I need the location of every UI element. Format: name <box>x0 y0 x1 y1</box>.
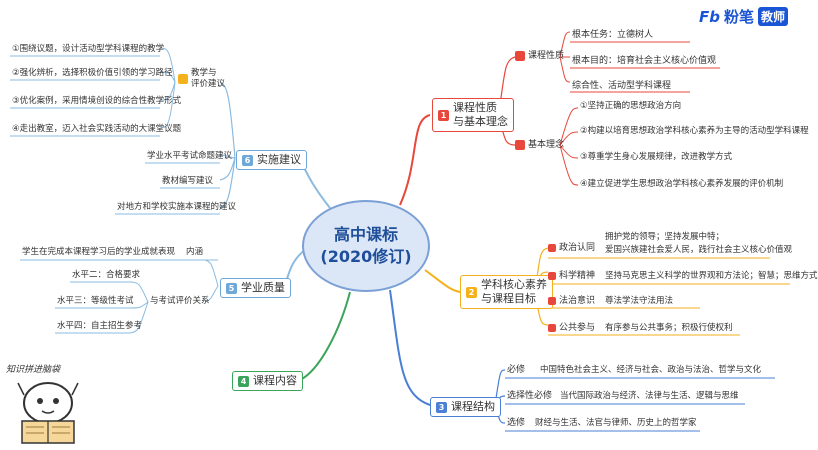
core-row-3-label[interactable]: 法治意识 <box>548 295 595 307</box>
brand-badge: 教师 <box>757 7 788 26</box>
mindmap-connectors <box>10 31 790 432</box>
nature-item-2: 根本目的：培育社会主义核心价值观 <box>572 56 717 66</box>
bullet-icon <box>548 272 556 280</box>
branch-1-title-line1: 课程性质 <box>453 101 497 114</box>
core-row-4-desc: 有序参与公共事务；积极行使权利 <box>605 323 733 333</box>
concept-item-4: ④建立促进学生思想政治学科核心素养发展的评价机制 <box>580 179 784 189</box>
brand-name: 粉笔 <box>723 8 754 26</box>
branch-6-title: 实施建议 <box>257 153 301 166</box>
other-suggestion-1: 学业水平考试命题建议 <box>147 151 233 161</box>
structure-row-3-label: 选修 <box>507 418 526 428</box>
brand-logo: Fb 粉笔 教师 <box>699 6 788 27</box>
teach-item-2: ②强化辨析，选择积极价值引领的学习路径 <box>12 68 173 78</box>
core-row-1-label[interactable]: 政治认同 <box>548 242 595 254</box>
bullet-icon <box>515 140 525 150</box>
branch-1-number: 1 <box>438 109 449 121</box>
bullet-icon <box>548 297 556 305</box>
quality-level-4: 水平四：自主招生参考 <box>57 321 143 331</box>
quality-top-line-tag: 内涵 <box>186 247 204 257</box>
branch-1-title-line2: 与基本理念 <box>453 115 508 128</box>
bullet-icon <box>548 244 556 252</box>
structure-row-1-desc: 中国特色社会主义、经济与社会、政治与法治、哲学与文化 <box>540 365 762 375</box>
bullet-icon <box>178 74 188 84</box>
cartoon-study-icon <box>17 382 79 444</box>
branch-5-number: 5 <box>226 282 237 294</box>
structure-row-3-desc: 财经与生活、法官与律师、历史上的哲学家 <box>535 418 697 428</box>
center-subtitle: (2020修订) <box>320 247 412 266</box>
structure-row-1-label: 必修 <box>507 365 526 375</box>
structure-row-2-desc: 当代国际政治与经济、法律与生活、逻辑与思维 <box>560 391 739 401</box>
branch-1-node[interactable]: 1 课程性质 与基本理念 <box>432 98 514 132</box>
teach-item-1: ①围绕议题，设计活动型学科课程的教学 <box>12 44 165 54</box>
center-title: 高中课标 <box>333 225 398 244</box>
core-row-2-desc: 坚持马克思主义科学的世界观和方法论；智慧；思维方式 <box>605 271 818 281</box>
teach-item-3: ③优化案例，采用情境创设的综合性教学形式 <box>12 96 182 106</box>
branch-4-title: 课程内容 <box>253 374 297 387</box>
core-row-1-desc-line2: 爱国兴族建社会爱人民，践行社会主义核心价值观 <box>605 245 793 255</box>
branch-2-title-line1: 学科核心素养 <box>481 278 547 291</box>
concept-item-2: ②构建以培育思想政治学科核心素养为主导的活动型学科课程 <box>580 126 809 136</box>
branch-3-number: 3 <box>436 401 447 413</box>
bullet-icon <box>548 324 556 332</box>
core-row-3-desc: 尊法学法守法用法 <box>605 296 674 306</box>
core-row-1-desc-line1: 拥护党的领导；坚持发展中特； <box>605 232 725 242</box>
quality-level-3: 水平三：等级性考试 <box>57 296 134 306</box>
branch-6-node[interactable]: 6 实施建议 <box>236 150 307 170</box>
sticker-caption: 知识拼进脑袋 <box>6 365 61 375</box>
nature-item-1: 根本任务：立德树人 <box>572 30 654 40</box>
branch-5-title: 学业质量 <box>241 281 285 294</box>
other-suggestion-3: 对地方和学校实施本课程的建议 <box>117 202 237 212</box>
branch-6-sub-teach[interactable]: 教学与 评价建议 <box>178 68 225 90</box>
branch-3-node[interactable]: 3 课程结构 <box>430 397 501 417</box>
branch-6-number: 6 <box>242 154 253 166</box>
concept-item-1: ①坚持正确的思想政治方向 <box>580 101 682 111</box>
branch-1-sub-concept[interactable]: 基本理念 <box>515 139 564 151</box>
quality-top-line: 学生在完成本课程学习后的学业成就表现 <box>22 247 176 257</box>
quality-level-2: 水平二：合格要求 <box>72 270 141 280</box>
branch-5-node[interactable]: 5 学业质量 <box>220 278 291 298</box>
branch-2-number: 2 <box>466 286 477 298</box>
core-row-2-label[interactable]: 科学精神 <box>548 270 595 282</box>
branch-2-title-line2: 与课程目标 <box>481 292 536 305</box>
branch-4-node[interactable]: 4 课程内容 <box>232 371 303 391</box>
branch-4-number: 4 <box>238 375 249 387</box>
brand-logo-mark: Fb <box>698 7 720 26</box>
other-suggestion-2: 教材编写建议 <box>162 176 214 186</box>
core-row-4-label[interactable]: 公共参与 <box>548 322 595 334</box>
nature-item-3: 综合性、活动型学科课程 <box>572 81 672 91</box>
bullet-icon <box>515 51 525 61</box>
branch-2-node[interactable]: 2 学科核心素养 与课程目标 <box>460 275 553 309</box>
branch-3-title: 课程结构 <box>451 400 495 413</box>
branch-1-sub-nature[interactable]: 课程性质 <box>515 50 564 62</box>
structure-row-2-label: 选择性必修 <box>507 391 553 401</box>
teach-item-4: ④走出教室，迈入社会实践活动的大课堂议题 <box>12 124 182 134</box>
concept-item-3: ③尊重学生身心发展规律，改进教学方式 <box>580 152 733 162</box>
quality-relation: 与考试评价关系 <box>150 296 210 306</box>
center-topic[interactable]: 高中课标 (2020修订) <box>302 200 430 292</box>
